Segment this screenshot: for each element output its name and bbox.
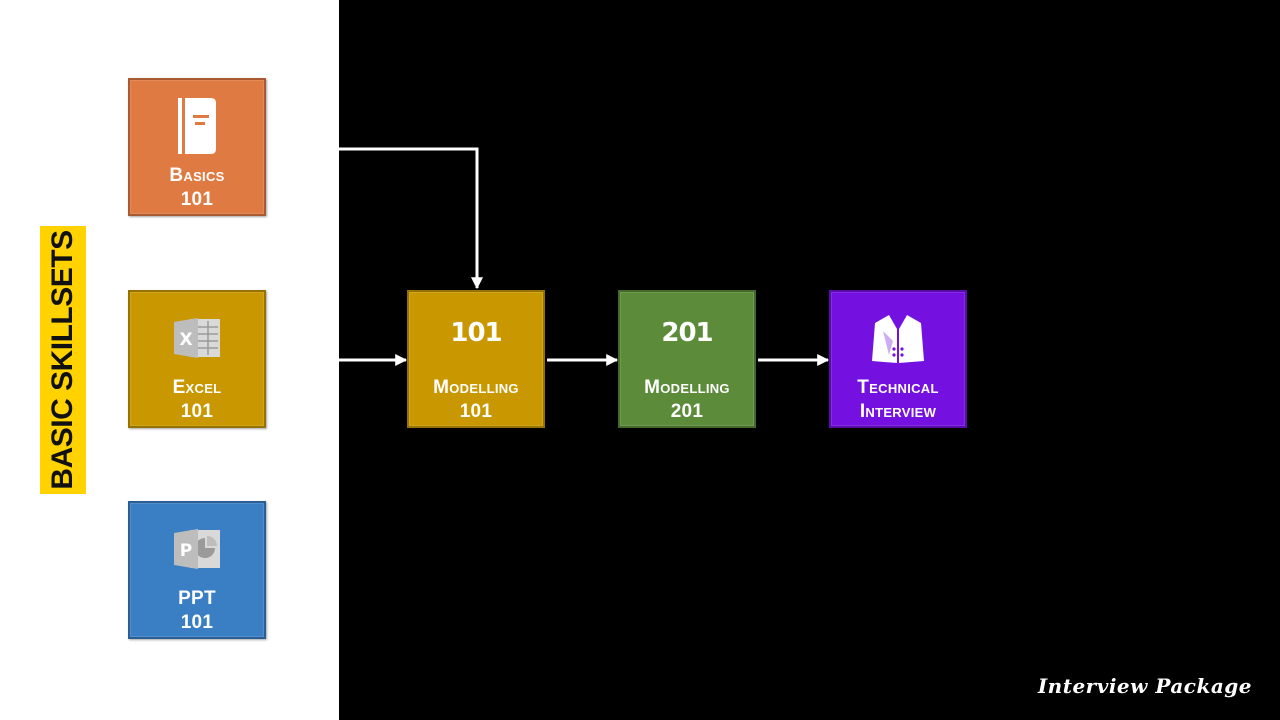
tile-modelling-101-title: Modelling — [433, 377, 519, 398]
powerpoint-icon: P — [130, 519, 264, 579]
section-banner: BASIC SKILLSETS — [40, 226, 86, 494]
tile-modelling-101-badge: 101 — [450, 318, 502, 348]
book-icon — [130, 96, 264, 156]
tile-technical-interview-label: Technical Interview — [831, 376, 965, 424]
excel-icon: X — [130, 308, 264, 368]
tile-basics[interactable]: Basics 101 — [128, 78, 266, 216]
tile-basics-sub: 101 — [180, 189, 214, 210]
tile-modelling-101-sub: 101 — [459, 401, 493, 422]
tile-modelling-201[interactable]: 201 Modelling 201 — [618, 290, 756, 428]
tile-ppt-title: PPT — [178, 588, 216, 609]
tile-ppt-label: PPT 101 — [130, 587, 264, 635]
svg-text:P: P — [180, 541, 192, 561]
tile-modelling-201-badge: 201 — [661, 318, 713, 348]
tile-excel-title: Excel — [172, 377, 222, 398]
tile-modelling-101[interactable]: 101 Modelling 101 — [407, 290, 545, 428]
tile-modelling-201-label: Modelling 201 — [620, 376, 754, 424]
tile-modelling-101-label: Modelling 101 — [409, 376, 543, 424]
tile-basics-title: Basics — [169, 165, 225, 186]
svg-text:X: X — [179, 330, 192, 350]
tile-ppt[interactable]: P PPT 101 — [128, 501, 266, 639]
tile-ppt-sub: 101 — [180, 612, 214, 633]
tile-excel-sub: 101 — [180, 401, 214, 422]
tile-modelling-201-title: Modelling — [644, 377, 730, 398]
suit-jacket-icon — [831, 308, 965, 368]
tile-technical-interview[interactable]: Technical Interview — [829, 290, 967, 428]
footer-caption: Interview Package — [1037, 674, 1252, 698]
tile-technical-interview-title: Technical — [857, 377, 939, 398]
tile-technical-interview-sub: Interview — [859, 401, 937, 422]
tile-modelling-201-sub: 201 — [670, 401, 704, 422]
tile-basics-label: Basics 101 — [130, 164, 264, 212]
tile-excel-label: Excel 101 — [130, 376, 264, 424]
connector-basics-to-modelling-101 — [339, 147, 483, 290]
tile-excel[interactable]: X Excel 101 — [128, 290, 266, 428]
